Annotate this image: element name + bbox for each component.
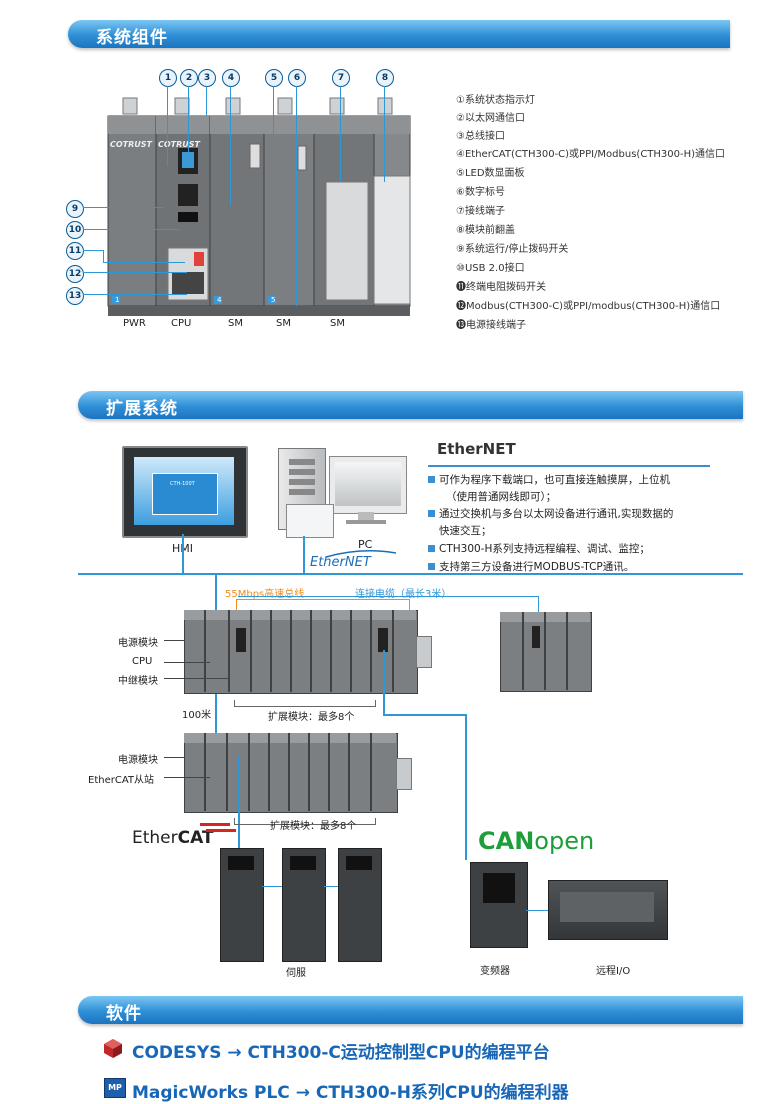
section-title-expansion: 扩展系统 <box>106 399 178 419</box>
cable-label: 连接电缆（最长3米） <box>355 589 452 600</box>
pc-label: PC <box>358 538 373 551</box>
slot-number: 1 <box>115 296 120 304</box>
section-title-software: 软件 <box>106 1004 142 1024</box>
callout-4: 4 <box>222 69 240 87</box>
legend-item: ⑦接线端子 <box>456 206 505 217</box>
remote-io-label: 远程I/O <box>596 966 631 977</box>
power-module-label: 电源模块 <box>118 638 158 649</box>
ethernet-title: EtherNET <box>437 440 516 458</box>
software-line-magicworks: MagicWorks PLC → CTH300-H系列CPU的编程利器 <box>132 1083 569 1103</box>
legend-item: ⑩USB 2.0接口 <box>456 263 525 274</box>
legend-item: ⑥数字标号 <box>456 187 505 198</box>
codesys-icon <box>104 1039 122 1058</box>
pc-monitor <box>329 456 407 514</box>
ethernet-swoosh <box>326 550 396 558</box>
legend-item: ⓫终端电阻拨码开关 <box>456 282 546 293</box>
ethernet-bullet: CTH300-H系列支持远程编程、调试、监控； <box>439 543 650 555</box>
legend-item: ⓭电源接线端子 <box>456 320 526 331</box>
remote-rack <box>500 612 592 692</box>
inverter-device <box>470 862 528 948</box>
servo-label: 伺服 <box>286 968 306 979</box>
section-banner-system: 系统组件 <box>68 20 730 48</box>
software-line-codesys: CODESYS → CTH300-C运动控制型CPU的编程平台 <box>132 1043 550 1063</box>
callout-1: 1 <box>159 69 177 87</box>
module-label-cpu: CPU <box>171 318 192 329</box>
legend-item: ⓬Modbus(CTH300-C)或PPI/modbus(CTH300-H)通信… <box>456 301 721 312</box>
canopen-logo: CANopen <box>478 827 595 855</box>
section-banner-expansion: 扩展系统 <box>78 391 743 419</box>
ethernet-bullet: 快速交互； <box>439 525 492 537</box>
callout-10: 10 <box>66 221 84 239</box>
slot-number: 5 <box>271 296 276 304</box>
callout-13: 13 <box>66 287 84 305</box>
cpu-label: CPU <box>132 656 153 667</box>
legend-item: ⑨系统运行/停止拨码开关 <box>456 244 569 255</box>
slot-number: 4 <box>217 296 222 304</box>
bus-label: 55Mbps高速总线 <box>225 589 305 600</box>
section-banner-software: 软件 <box>78 996 743 1024</box>
hmi-screen-title: CTH-100T <box>170 481 195 487</box>
plc-hardware-illustration <box>107 97 411 316</box>
ethercat-logo: EtherCAT <box>132 828 214 848</box>
main-rack <box>184 610 418 694</box>
brand-label: COTRUST <box>110 140 153 149</box>
hmi-device: CTH-100T <box>122 446 248 538</box>
distance-label: 100米 <box>182 710 212 721</box>
legend-item: ⑧模块前翻盖 <box>456 225 515 236</box>
ethernet-bullet: 通过交换机与多台以太网设备进行通讯,实现数据的 <box>439 508 674 520</box>
ethernet-bullet: （使用普通网线即可）； <box>446 491 557 503</box>
servo-drive <box>282 848 326 962</box>
relay-module-label: 中继模块 <box>118 676 158 687</box>
module-label-sm: SM <box>276 318 291 329</box>
module-label-pwr: PWR <box>123 318 146 329</box>
power-module-label-2: 电源模块 <box>118 755 158 766</box>
legend-item: ③总线接口 <box>456 131 505 142</box>
legend-item: ①系统状态指示灯 <box>456 95 535 106</box>
callout-6: 6 <box>288 69 306 87</box>
legend-item: ⑤LED数显面板 <box>456 168 525 179</box>
inverter-label: 变频器 <box>480 966 510 977</box>
ethercat-rack <box>184 733 398 813</box>
magicworks-icon: MP <box>104 1078 126 1098</box>
ethernet-bullet: 支持第三方设备进行MODBUS-TCP通讯。 <box>439 561 635 573</box>
callout-11: 11 <box>66 242 84 260</box>
callout-3: 3 <box>198 69 216 87</box>
legend-item: ②以太网通信口 <box>456 113 525 124</box>
ethercat-slave-label: EtherCAT从站 <box>88 775 154 786</box>
callout-12: 12 <box>66 265 84 283</box>
callout-9: 9 <box>66 200 84 218</box>
module-label-sm: SM <box>330 318 345 329</box>
callout-7: 7 <box>332 69 350 87</box>
servo-drive <box>338 848 382 962</box>
expansion-modules-label: 扩展模块：最多8个 <box>268 712 355 723</box>
legend-item: ④EtherCAT(CTH300-C)或PPI/Modbus(CTH300-H)… <box>456 149 726 160</box>
ethernet-bullet: 可作为程序下载端口，也可直接连触摸屏，上位机 <box>439 474 670 486</box>
ethernet-logo: EtherNET <box>310 555 371 570</box>
section-title-system: 系统组件 <box>96 28 168 48</box>
callout-5: 5 <box>265 69 283 87</box>
callout-8: 8 <box>376 69 394 87</box>
module-label-sm: SM <box>228 318 243 329</box>
expansion-modules-label-2: 扩展模块：最多8个 <box>270 821 357 832</box>
callout-2: 2 <box>180 69 198 87</box>
brand-label: COTRUST <box>158 140 201 149</box>
